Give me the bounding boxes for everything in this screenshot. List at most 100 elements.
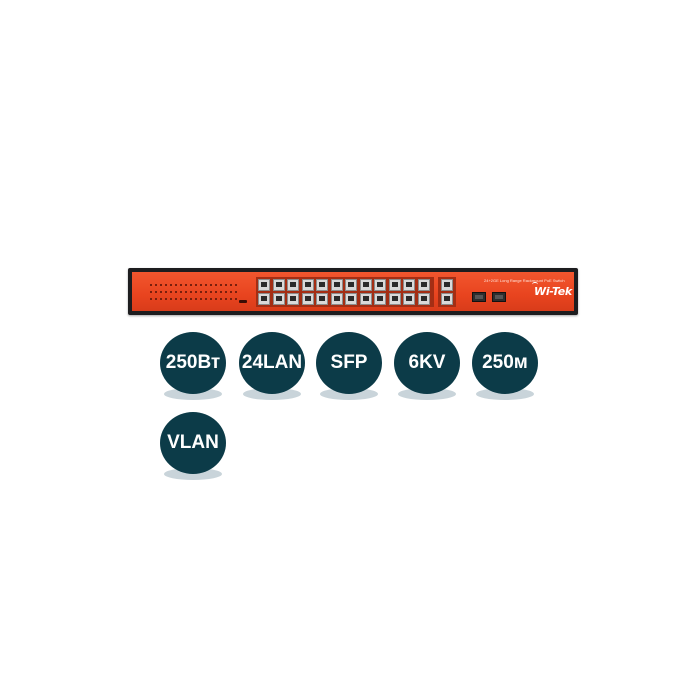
- ethernet-port: [345, 279, 357, 291]
- status-led: [215, 291, 217, 293]
- uplink-port: [441, 279, 453, 291]
- ethernet-port: [359, 279, 372, 291]
- status-led: [235, 284, 237, 286]
- status-led: [210, 284, 212, 286]
- status-led: [180, 284, 182, 286]
- status-led: [180, 291, 182, 293]
- status-led: [185, 291, 187, 293]
- brand-logo-icon: [532, 282, 538, 287]
- status-led: [215, 284, 217, 286]
- status-led: [195, 284, 197, 286]
- uplink-port-grid: [441, 279, 453, 305]
- sfp-slot: [472, 292, 486, 302]
- feature-badge-distance: 250м: [472, 332, 538, 402]
- feature-badge-label: SFP: [330, 352, 368, 373]
- status-led-panel: [150, 282, 246, 304]
- status-led: [205, 291, 207, 293]
- status-led: [150, 291, 152, 293]
- status-led: [230, 298, 232, 300]
- feature-badge-vlan: VLAN: [160, 412, 226, 482]
- status-led: [160, 284, 162, 286]
- feature-badge-label: 6KV: [408, 352, 446, 373]
- uplink-port: [441, 293, 453, 305]
- switch-front-panel: 24+2GE Long Range Rackmount PoE Switch W…: [132, 272, 574, 311]
- ethernet-port: [287, 293, 299, 305]
- status-led: [205, 284, 207, 286]
- ethernet-port: [374, 293, 386, 305]
- ethernet-port: [301, 279, 314, 291]
- ethernet-port: [345, 293, 357, 305]
- network-switch: 24+2GE Long Range Rackmount PoE Switch W…: [128, 268, 578, 315]
- status-led: [220, 284, 222, 286]
- status-led: [235, 298, 237, 300]
- ethernet-port: [359, 293, 372, 305]
- status-led: [195, 298, 197, 300]
- ethernet-port: [403, 279, 415, 291]
- ethernet-port: [301, 293, 314, 305]
- status-led: [170, 284, 172, 286]
- led-row-link: [150, 284, 237, 286]
- status-led: [190, 298, 192, 300]
- reset-button: [239, 300, 247, 303]
- ethernet-port-block: [256, 277, 434, 307]
- ethernet-port-grid: [258, 279, 430, 305]
- feature-badge-label: 250Вт: [165, 352, 221, 373]
- status-led: [170, 291, 172, 293]
- ethernet-port: [272, 293, 285, 305]
- feature-badge-sfp: SFP: [316, 332, 382, 402]
- status-led: [190, 291, 192, 293]
- ethernet-port: [330, 293, 343, 305]
- status-led: [175, 291, 177, 293]
- status-led: [230, 291, 232, 293]
- badge-circle: SFP: [316, 332, 382, 394]
- ethernet-port: [330, 279, 343, 291]
- ethernet-port: [272, 279, 285, 291]
- status-led: [175, 284, 177, 286]
- feature-badge-label: VLAN: [167, 432, 219, 453]
- badge-circle: 6KV: [394, 332, 460, 394]
- ethernet-port: [374, 279, 386, 291]
- status-led: [160, 291, 162, 293]
- sfp-slot: [492, 292, 506, 302]
- status-led: [225, 291, 227, 293]
- ethernet-port: [258, 279, 270, 291]
- status-led: [210, 298, 212, 300]
- status-led: [165, 291, 167, 293]
- status-led: [195, 291, 197, 293]
- uplink-port-block: [438, 277, 456, 307]
- status-led: [155, 291, 157, 293]
- status-led: [165, 298, 167, 300]
- status-led: [150, 284, 152, 286]
- badge-circle: 250м: [472, 332, 538, 394]
- ethernet-port: [417, 293, 430, 305]
- feature-badge-surge: 6KV: [394, 332, 460, 402]
- status-led: [205, 298, 207, 300]
- status-led: [220, 291, 222, 293]
- ethernet-port: [316, 293, 328, 305]
- status-led: [200, 298, 202, 300]
- status-led: [200, 291, 202, 293]
- status-led: [200, 284, 202, 286]
- status-led: [230, 284, 232, 286]
- led-row-status: [150, 298, 237, 300]
- badge-circle: 24LAN: [239, 332, 305, 394]
- status-led: [215, 298, 217, 300]
- status-led: [165, 284, 167, 286]
- led-row-poe: [150, 291, 237, 293]
- feature-badge-label: 24LAN: [241, 352, 303, 373]
- ethernet-port: [258, 293, 270, 305]
- ethernet-port: [403, 293, 415, 305]
- feature-badge-label: 250м: [482, 352, 528, 373]
- ethernet-port: [417, 279, 430, 291]
- status-led: [185, 298, 187, 300]
- status-led: [175, 298, 177, 300]
- feature-badge-power: 250Вт: [160, 332, 226, 402]
- status-led: [190, 284, 192, 286]
- status-led: [225, 284, 227, 286]
- status-led: [155, 284, 157, 286]
- status-led: [185, 284, 187, 286]
- badge-circle: 250Вт: [160, 332, 226, 394]
- status-led: [155, 298, 157, 300]
- status-led: [210, 291, 212, 293]
